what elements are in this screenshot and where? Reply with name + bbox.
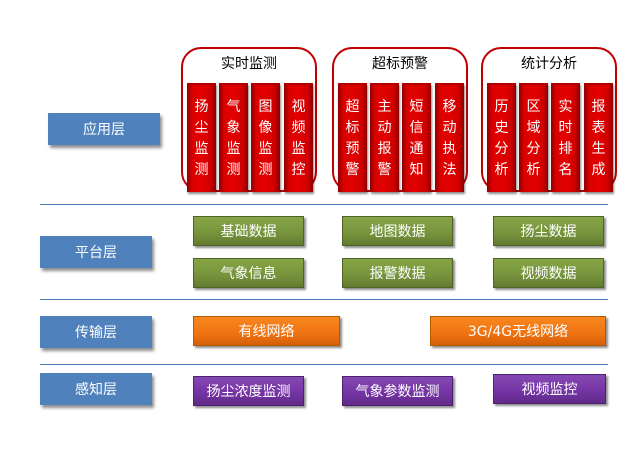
module-char: 警 xyxy=(377,161,392,178)
group-statistics: 统计分析 历史分析 区域分析 实时排名 报表生成 xyxy=(481,47,617,192)
module-char: 名 xyxy=(558,161,573,178)
platform-map-data[interactable]: 地图数据 xyxy=(342,216,453,246)
module-char: 报 xyxy=(591,98,606,115)
group-title: 实时监测 xyxy=(221,56,277,72)
layer-platform: 平台层 xyxy=(40,236,152,268)
module-char: 执 xyxy=(442,140,457,157)
module-char: 成 xyxy=(591,161,606,178)
module-image-monitoring[interactable]: 图像监测 xyxy=(251,83,280,192)
module-char: 分 xyxy=(494,140,509,157)
divider-line xyxy=(40,299,608,300)
module-char: 测 xyxy=(258,161,273,178)
module-char: 短 xyxy=(409,98,424,115)
module-char: 超 xyxy=(345,98,360,115)
group-realtime-monitoring: 实时监测 扬尘监测 气象监测 图像监测 视频监控 xyxy=(181,47,317,192)
divider-line xyxy=(40,204,608,205)
module-char: 知 xyxy=(409,161,424,178)
module-char: 视 xyxy=(291,98,306,115)
module-char: 域 xyxy=(526,119,541,136)
platform-alarm-data[interactable]: 报警数据 xyxy=(342,258,453,288)
module-realtime-ranking[interactable]: 实时排名 xyxy=(551,83,580,192)
module-char: 历 xyxy=(494,98,509,115)
layer-application: 应用层 xyxy=(48,113,160,145)
perception-dust-concentration[interactable]: 扬尘浓度监测 xyxy=(193,376,304,406)
module-video-surveillance[interactable]: 视频监控 xyxy=(284,83,313,192)
module-char: 尘 xyxy=(194,119,209,136)
module-char: 动 xyxy=(442,119,457,136)
module-char: 监 xyxy=(226,140,241,157)
module-mobile-enforcement[interactable]: 移动执法 xyxy=(435,83,464,192)
platform-video-data[interactable]: 视频数据 xyxy=(493,258,604,288)
layer-transport: 传输层 xyxy=(40,316,152,348)
platform-dust-data[interactable]: 扬尘数据 xyxy=(493,216,604,246)
group-overlimit-warning: 超标预警 超标预警 主动报警 短信通知 移动执法 xyxy=(332,47,468,192)
module-char: 法 xyxy=(442,161,457,178)
module-char: 图 xyxy=(258,98,273,115)
module-char: 警 xyxy=(345,161,360,178)
module-char: 史 xyxy=(494,119,509,136)
layer-perception: 感知层 xyxy=(40,373,152,405)
module-char: 监 xyxy=(258,140,273,157)
perception-weather-params[interactable]: 气象参数监测 xyxy=(342,376,453,406)
module-weather-monitoring[interactable]: 气象监测 xyxy=(219,83,248,192)
module-char: 主 xyxy=(377,98,392,115)
group-title: 统计分析 xyxy=(521,56,577,72)
module-char: 分 xyxy=(526,140,541,157)
module-char: 控 xyxy=(291,161,306,178)
module-char: 监 xyxy=(194,140,209,157)
module-char: 测 xyxy=(226,161,241,178)
module-char: 动 xyxy=(377,119,392,136)
module-char: 生 xyxy=(591,140,606,157)
module-char: 时 xyxy=(558,119,573,136)
module-history-analysis[interactable]: 历史分析 xyxy=(487,83,516,192)
platform-weather-info[interactable]: 气象信息 xyxy=(193,258,304,288)
module-char: 表 xyxy=(591,119,606,136)
module-char: 测 xyxy=(194,161,209,178)
module-char: 实 xyxy=(558,98,573,115)
module-char: 频 xyxy=(291,119,306,136)
module-char: 信 xyxy=(409,119,424,136)
group-title: 超标预警 xyxy=(372,56,428,72)
transport-wired-network[interactable]: 有线网络 xyxy=(193,316,340,346)
divider-line xyxy=(40,364,608,365)
module-char: 区 xyxy=(526,98,541,115)
perception-video-surveillance[interactable]: 视频监控 xyxy=(493,374,606,404)
module-char: 析 xyxy=(494,161,509,178)
module-active-alarm[interactable]: 主动报警 xyxy=(370,83,399,192)
module-char: 扬 xyxy=(194,98,209,115)
module-char: 预 xyxy=(345,140,360,157)
module-char: 气 xyxy=(226,98,241,115)
module-char: 排 xyxy=(558,140,573,157)
module-char: 移 xyxy=(442,98,457,115)
transport-wireless-network[interactable]: 3G/4G无线网络 xyxy=(430,316,606,346)
module-char: 象 xyxy=(226,119,241,136)
module-char: 析 xyxy=(526,161,541,178)
module-char: 通 xyxy=(409,140,424,157)
module-sms-notify[interactable]: 短信通知 xyxy=(402,83,431,192)
module-dust-monitoring[interactable]: 扬尘监测 xyxy=(187,83,216,192)
module-char: 像 xyxy=(258,119,273,136)
module-report-generation[interactable]: 报表生成 xyxy=(584,83,613,192)
module-char: 标 xyxy=(345,119,360,136)
module-overlimit-warning[interactable]: 超标预警 xyxy=(338,83,367,192)
module-char: 报 xyxy=(377,140,392,157)
module-char: 监 xyxy=(291,140,306,157)
module-region-analysis[interactable]: 区域分析 xyxy=(519,83,548,192)
platform-basic-data[interactable]: 基础数据 xyxy=(193,216,304,246)
